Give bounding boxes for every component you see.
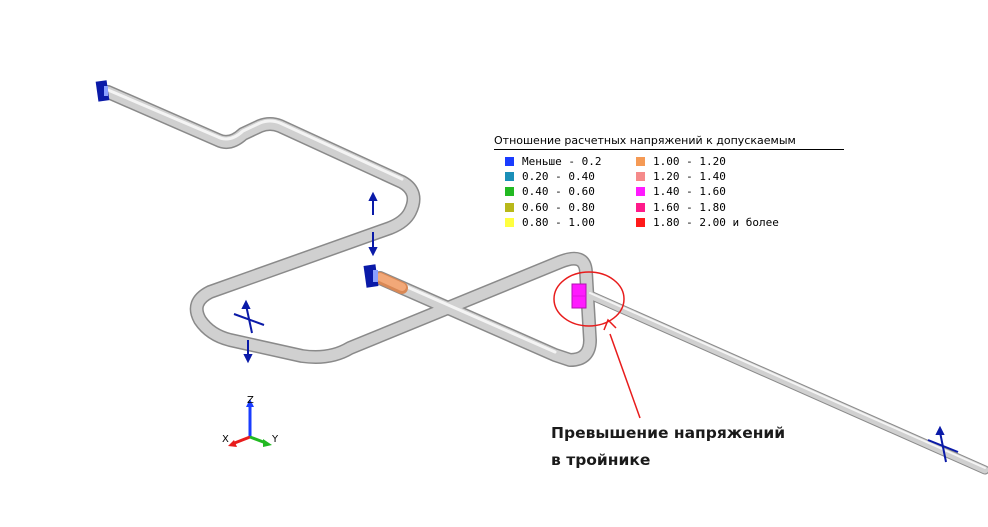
legend-swatch [505, 187, 514, 197]
legend-swatch [636, 157, 645, 167]
overstress-callout-marker [553, 271, 641, 419]
stress-ratio-legend: Отношение расчетных напряжений к допуска… [494, 134, 844, 230]
legend-item: 1.20 - 1.40 [636, 169, 836, 184]
legend-label: Меньше - 0.2 [522, 155, 602, 169]
legend-item: 1.40 - 1.60 [636, 184, 836, 199]
legend-label: 0.80 - 1.00 [522, 215, 595, 229]
axis-z-label: Z [247, 395, 254, 406]
legend-label: 1.20 - 1.40 [653, 170, 726, 184]
legend-swatch [636, 172, 645, 182]
guide-support-left [233, 299, 265, 364]
anchor-support-left [95, 80, 110, 102]
legend-label: 0.20 - 0.40 [522, 170, 595, 184]
legend-item: 0.20 - 0.40 [505, 169, 636, 184]
legend-swatch [636, 187, 645, 197]
callout-line-1: Превышение напряжений [551, 424, 786, 442]
anchor-support-middle [363, 264, 379, 288]
pipe-highlight [106, 88, 986, 469]
legend-item: 1.80 - 2.00 и более [636, 215, 836, 230]
legend-label: 0.60 - 0.80 [522, 200, 595, 214]
legend-swatch [505, 172, 514, 182]
tee-overstress [571, 283, 587, 309]
legend-item: 1.60 - 1.80 [636, 200, 836, 215]
legend-label: 1.80 - 2.00 и более [653, 215, 779, 229]
legend-swatch [505, 157, 514, 167]
pipe-body [102, 86, 988, 474]
legend-label: 1.40 - 1.60 [653, 185, 726, 199]
axis-x-label: X [222, 434, 229, 445]
legend-item: 1.00 - 1.20 [636, 154, 836, 169]
legend-label: 1.00 - 1.20 [653, 155, 726, 169]
legend-label: 1.60 - 1.80 [653, 200, 726, 214]
callout-line-2: в тройнике [551, 451, 651, 469]
legend-label: 0.40 - 0.60 [522, 185, 595, 199]
legend-item: Меньше - 0.2 [505, 154, 636, 169]
guide-support-right [927, 425, 959, 463]
legend-item: 0.60 - 0.80 [505, 200, 636, 215]
overstress-callout-text: Превышение напряжений в тройнике [551, 420, 785, 474]
legend-swatch [636, 202, 645, 212]
axis-triad [228, 399, 272, 447]
legend-item: 0.80 - 1.00 [505, 215, 636, 230]
legend-item: 0.40 - 0.60 [505, 184, 636, 199]
legend-title: Отношение расчетных напряжений к допуска… [494, 134, 844, 150]
legend-swatch [505, 217, 514, 227]
hot-pipe-section [374, 272, 408, 294]
vertical-support-upper [368, 191, 378, 257]
axis-y-label: Y [272, 434, 279, 445]
legend-swatch [505, 202, 514, 212]
legend-swatch [636, 217, 645, 227]
